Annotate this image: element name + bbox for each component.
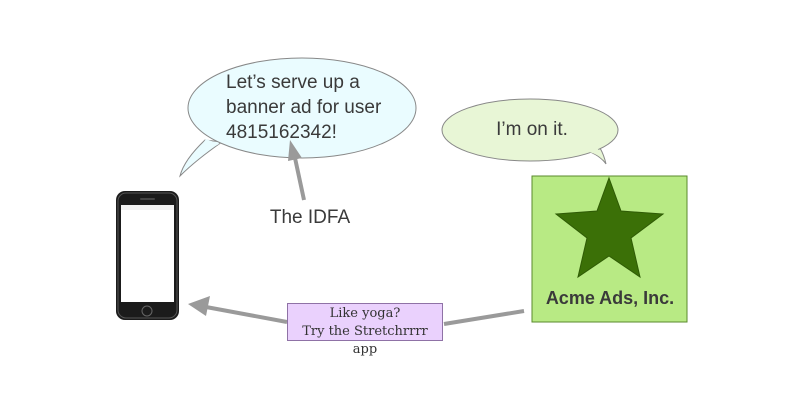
phone-speech-line-2: banner ad for user bbox=[226, 97, 382, 118]
phone-speech-line-3: 4815162342! bbox=[226, 122, 337, 143]
company-box bbox=[531, 175, 688, 323]
ad-banner-line-2: Try the Stretchrrrr app bbox=[302, 324, 428, 357]
ad-delivery-arrow bbox=[188, 296, 525, 326]
ad-banner-line-1: Like yoga? bbox=[329, 306, 401, 321]
idfa-label: The IDFA bbox=[269, 207, 351, 228]
phone-speech-text: Let’s serve up a banner ad for user 4815… bbox=[226, 70, 426, 145]
phone-speech-bubble bbox=[179, 57, 417, 178]
company-name: Acme Ads, Inc. bbox=[545, 288, 675, 308]
ad-banner: Like yoga? Try the Stretchrrrr app bbox=[287, 303, 443, 357]
ads-speech-bubble bbox=[441, 98, 619, 165]
idfa-arrow bbox=[288, 140, 306, 201]
phone-icon bbox=[116, 191, 179, 320]
ads-speech-text: I’m on it. bbox=[496, 119, 568, 140]
phone-speech-line-1: Let’s serve up a bbox=[226, 72, 360, 93]
star-icon bbox=[554, 176, 665, 279]
